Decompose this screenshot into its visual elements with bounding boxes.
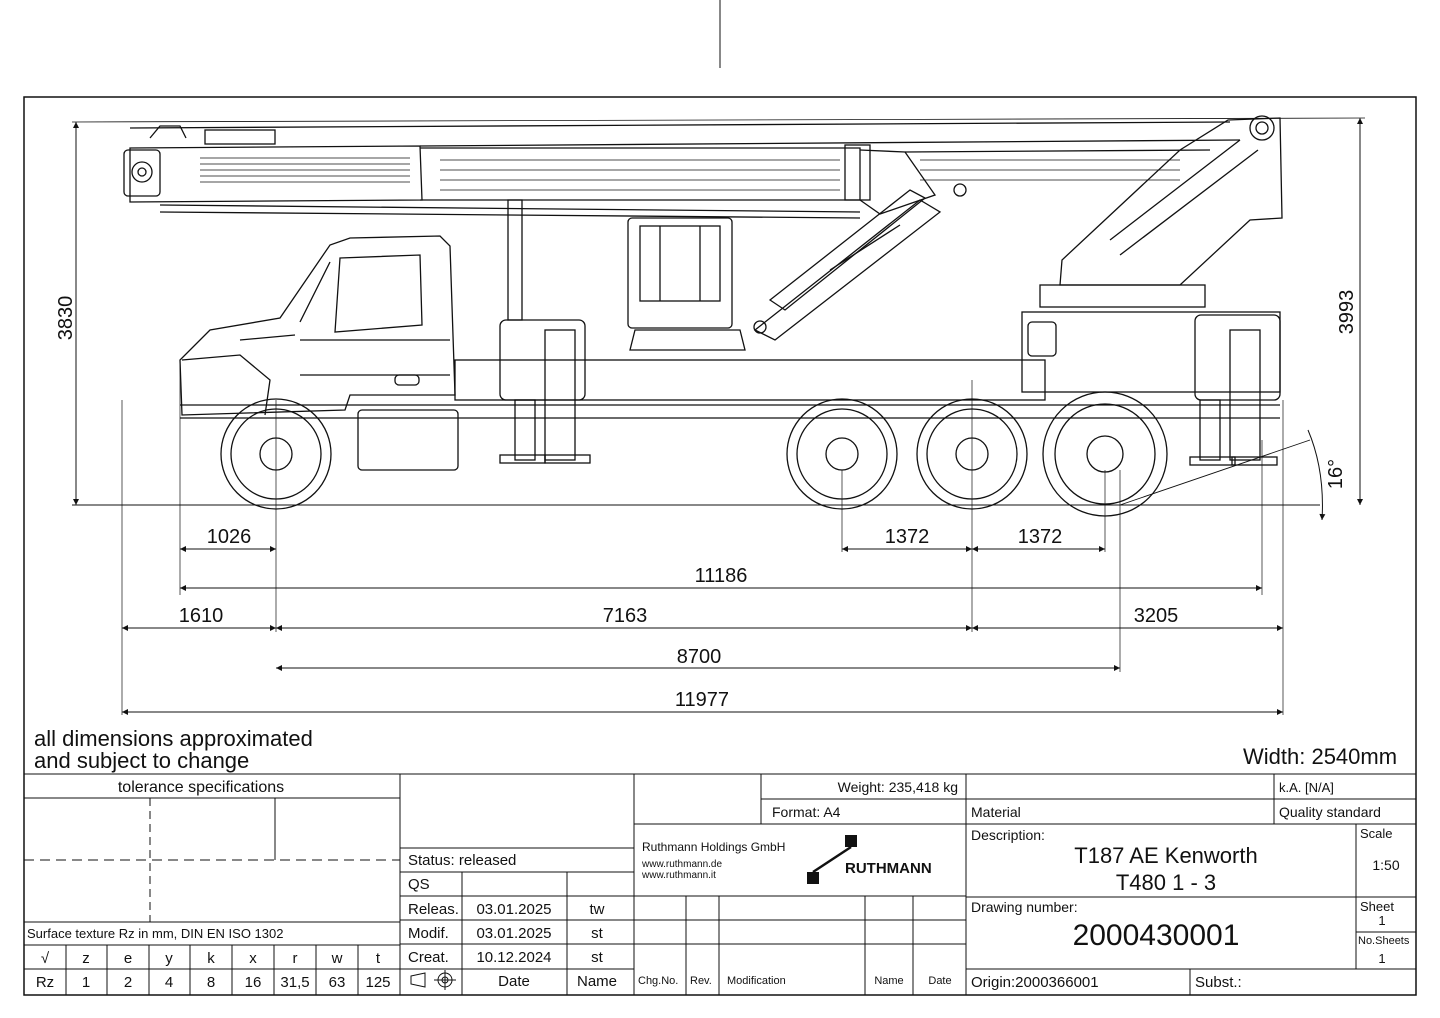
tolerance-symbol-1: z	[82, 950, 90, 967]
tolerance-symbol-2: e	[124, 950, 132, 967]
width-note: Width: 2540mm	[1243, 744, 1398, 769]
name-header: Name	[577, 973, 617, 990]
tolerance-value-5: 16	[245, 974, 262, 991]
tolerance-symbol-0: √	[41, 950, 50, 967]
ka-text: k.A. [N/A]	[1279, 780, 1334, 795]
release-label: Releas.	[408, 901, 459, 918]
modified-name: st	[591, 925, 604, 942]
description-line-1: T187 AE Kenworth	[1074, 843, 1257, 868]
dim-front-overhang: 1610	[179, 605, 224, 627]
quality-standard-label: Quality standard	[1279, 804, 1381, 820]
tolerance-value-6: 31,5	[280, 974, 309, 991]
status-text: Status: released	[408, 852, 516, 869]
tolerance-symbol-row: √ z e y k x r w t	[41, 950, 381, 967]
projection-symbol-icon	[410, 970, 456, 990]
company-name: Ruthmann Holdings GmbH	[642, 840, 785, 854]
tolerance-value-3: 4	[165, 974, 173, 991]
drawing-number-label: Drawing number:	[971, 899, 1078, 915]
dim-axle-spacing-2: 1372	[1018, 526, 1063, 548]
tolerance-symbol-5: x	[249, 950, 257, 967]
dim-height-front: 3830	[55, 296, 77, 341]
weight-text: Weight: 235,418 kg	[838, 779, 958, 795]
date-header: Date	[498, 973, 530, 990]
note-line-2: and subject to change	[34, 748, 250, 773]
company-url-de: www.ruthmann.de	[641, 859, 722, 870]
dim-rear-overhang: 3205	[1134, 605, 1179, 627]
tolerance-symbol-7: w	[331, 950, 343, 967]
ruthmann-logo-text: RUTHMANN	[845, 860, 932, 877]
tolerance-symbol-4: k	[207, 950, 215, 967]
sheets-value: 1	[1378, 951, 1385, 966]
modified-label: Modif.	[408, 925, 449, 942]
dim-overall-length: 11977	[675, 689, 729, 711]
sheet-value: 1	[1378, 913, 1385, 928]
tolerance-symbol-8: t	[376, 950, 381, 967]
dim-overhang-front: 1026	[207, 526, 252, 548]
tolerance-value-row: Rz 1 2 4 8 16 31,5 63 125	[36, 974, 391, 991]
qs-label: QS	[408, 876, 430, 893]
created-name: st	[591, 949, 604, 966]
release-date: 03.01.2025	[476, 901, 551, 918]
ruthmann-logo-icon	[807, 835, 857, 884]
release-name: tw	[590, 901, 605, 918]
rev-date-header: Date	[928, 975, 951, 987]
dim-angle: 16°	[1325, 459, 1347, 489]
tolerance-value-0: Rz	[36, 974, 54, 991]
dim-height-rear: 3993	[1336, 290, 1358, 335]
title-block-grid	[24, 773, 1416, 995]
format-text: Format: A4	[772, 804, 841, 820]
sheet-label: Sheet	[1360, 899, 1394, 914]
tolerance-symbol-6: r	[293, 950, 298, 967]
tolerance-value-2: 2	[124, 974, 132, 991]
drawing-number: 2000430001	[1073, 919, 1240, 952]
rev-modification-header: Modification	[727, 975, 786, 987]
scale-value: 1:50	[1372, 857, 1399, 873]
note-line-1: all dimensions approximated	[34, 726, 313, 751]
company-url-it: www.ruthmann.it	[641, 870, 716, 881]
description-label: Description:	[971, 827, 1045, 843]
material-label: Material	[971, 804, 1021, 820]
tolerance-symbol-3: y	[165, 950, 173, 967]
drawing-frame	[23, 96, 1417, 996]
dim-wheelbase: 8700	[677, 646, 722, 668]
tolerance-header: tolerance specifications	[118, 779, 284, 796]
dim-axle-spacing-1: 1372	[885, 526, 930, 548]
tolerance-value-7: 63	[329, 974, 346, 991]
rev-rev-header: Rev.	[690, 975, 712, 987]
surface-texture-note: Surface texture Rz in mm, DIN EN ISO 130…	[27, 926, 283, 941]
created-date: 10.12.2024	[476, 949, 551, 966]
origin-text: Origin:2000366001	[971, 974, 1099, 991]
rev-name-header: Name	[874, 975, 903, 987]
created-label: Creat.	[408, 949, 449, 966]
sheets-label: No.Sheets	[1358, 935, 1410, 947]
tolerance-value-8: 125	[365, 974, 390, 991]
tolerance-value-4: 8	[207, 974, 215, 991]
description-line-2: T480 1 - 3	[1116, 870, 1216, 895]
tolerance-value-1: 1	[82, 974, 90, 991]
dim-length-1: 11186	[695, 565, 748, 587]
modified-date: 03.01.2025	[476, 925, 551, 942]
subst-text: Subst.:	[1195, 974, 1242, 991]
dim-wheelbase-front: 7163	[603, 605, 648, 627]
vehicle-side-view	[123, 115, 1283, 517]
rev-chg-header: Chg.No.	[638, 975, 678, 987]
scale-label: Scale	[1360, 826, 1393, 841]
